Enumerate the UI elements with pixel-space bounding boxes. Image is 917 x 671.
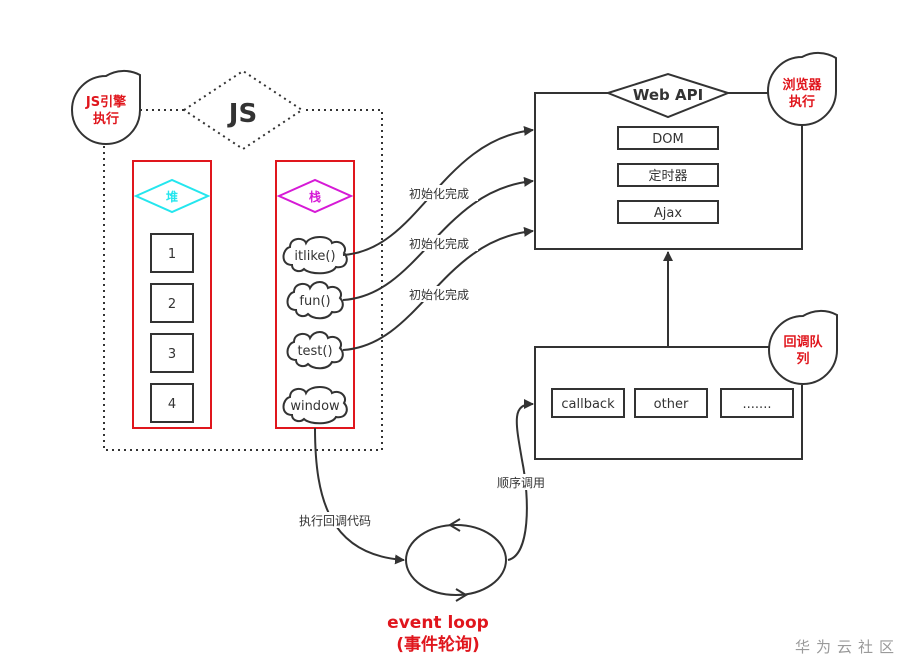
heap-item: 4: [150, 383, 194, 423]
callback-queue-item-label: callback: [561, 397, 615, 412]
edge-event-loop-to-queue: [507, 399, 534, 561]
js-engine-badge-line1: JS引擎: [85, 94, 126, 110]
event-loop-cycle: [405, 518, 507, 602]
edge-label-init-done-3: 初始化完成: [409, 287, 469, 302]
loop-arrow-bottom-icon: [455, 588, 468, 602]
callback-queue-item: .......: [720, 388, 794, 418]
heap-label: 堆: [166, 189, 178, 204]
js-engine-container: JS: [103, 69, 383, 451]
heap-item: 1: [150, 233, 194, 273]
edge-label-init-done-1: 初始化完成: [409, 186, 469, 201]
edge-window-to-event-loop: [314, 427, 405, 565]
event-loop-title: event loop: [387, 613, 489, 633]
browser-badge-line1: 浏览器: [782, 77, 822, 93]
web-api-item: DOM: [617, 126, 719, 150]
browser-badge: 浏览器 执行: [767, 51, 837, 126]
stack-column: 栈 itlike() fun() test() window: [275, 160, 355, 429]
web-api-container: Web API DOM 定时器 Ajax: [534, 72, 803, 250]
callback-queue-item-label: .......: [743, 397, 772, 412]
stack-frame-label: fun(): [299, 294, 330, 309]
web-api-item-label: Ajax: [654, 206, 682, 221]
heap-item-label: 1: [168, 247, 176, 262]
watermark: 华为云社区: [795, 638, 900, 656]
callback-queue-container: callback other.......: [534, 346, 803, 460]
callback-queue-item-label: other: [654, 397, 689, 412]
stack-frame-label: test(): [297, 344, 332, 359]
heap-item: 3: [150, 333, 194, 373]
web-api-item: Ajax: [617, 200, 719, 224]
web-api-item: 定时器: [617, 163, 719, 187]
callback-queue-badge: 回调队 列: [768, 309, 838, 385]
stack-diamond: [276, 178, 354, 214]
stack-frame-cloud: fun(): [286, 281, 344, 320]
loop-arrow-top-icon: [448, 518, 461, 532]
callback-queue-item: other: [634, 388, 708, 418]
web-api-title: Web API: [633, 86, 703, 104]
callback-queue-badge-line1: 回调队: [783, 335, 823, 350]
js-engine-badge: JS引擎 执行: [71, 69, 141, 145]
web-api-diamond: [605, 72, 731, 119]
js-title-diamond: [182, 69, 304, 151]
js-engine-badge-line2: 执行: [93, 111, 119, 127]
stack-frame-label: window: [290, 399, 340, 414]
stack-frame-cloud: itlike(): [282, 236, 348, 275]
heap-item-label: 4: [168, 397, 176, 412]
callback-queue-badge-line2: 列: [796, 351, 809, 367]
event-loop-subtitle: (事件轮询): [396, 634, 480, 655]
stack-label: 栈: [309, 189, 321, 204]
browser-badge-line2: 执行: [789, 94, 815, 110]
heap-diamond: [133, 178, 211, 214]
heap-item-label: 2: [168, 297, 176, 312]
stack-frame-cloud: window: [282, 386, 348, 425]
edge-label-sequential-call: 顺序调用: [497, 475, 545, 490]
web-api-item-label: DOM: [652, 132, 683, 147]
edge-label-init-done-2: 初始化完成: [409, 236, 469, 251]
edge-label-exec-callback: 执行回调代码: [299, 514, 371, 528]
heap-item-label: 3: [168, 347, 176, 362]
stack-frame-label: itlike(): [294, 249, 335, 264]
heap-column: 堆 1 2 3 4: [132, 160, 212, 429]
heap-item: 2: [150, 283, 194, 323]
callback-queue-item: callback: [551, 388, 625, 418]
stack-frame-cloud: test(): [286, 331, 344, 370]
js-title: JS: [227, 99, 257, 129]
web-api-item-label: 定时器: [648, 169, 687, 184]
